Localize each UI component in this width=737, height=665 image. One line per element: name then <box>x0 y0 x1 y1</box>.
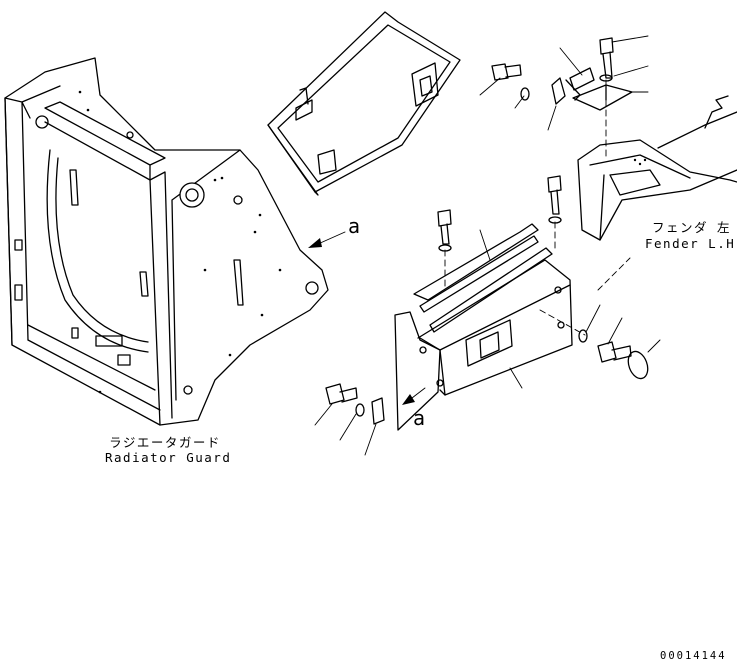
document-number: 00014144 <box>660 650 727 662</box>
fender-cover-drawing <box>394 223 573 431</box>
radiator-guard-drawing <box>4 57 329 426</box>
assembly-lines <box>444 79 631 336</box>
label-fender-en: Fender L.H. <box>645 236 737 251</box>
label-radiator-guard-en: Radiator Guard <box>105 450 232 465</box>
leader-lines <box>314 35 661 456</box>
upper-cover-drawing <box>267 11 461 196</box>
ref-mark-a-upper: a <box>348 214 361 238</box>
fender-lh-drawing <box>551 67 737 241</box>
reference-arrows <box>308 231 426 405</box>
label-radiator-guard-jp: ラジエータガード <box>109 435 221 450</box>
ref-mark-a-lower: a <box>413 406 426 430</box>
hardware-drawing <box>325 37 649 425</box>
label-fender-jp: フェンダ 左 <box>652 220 732 235</box>
